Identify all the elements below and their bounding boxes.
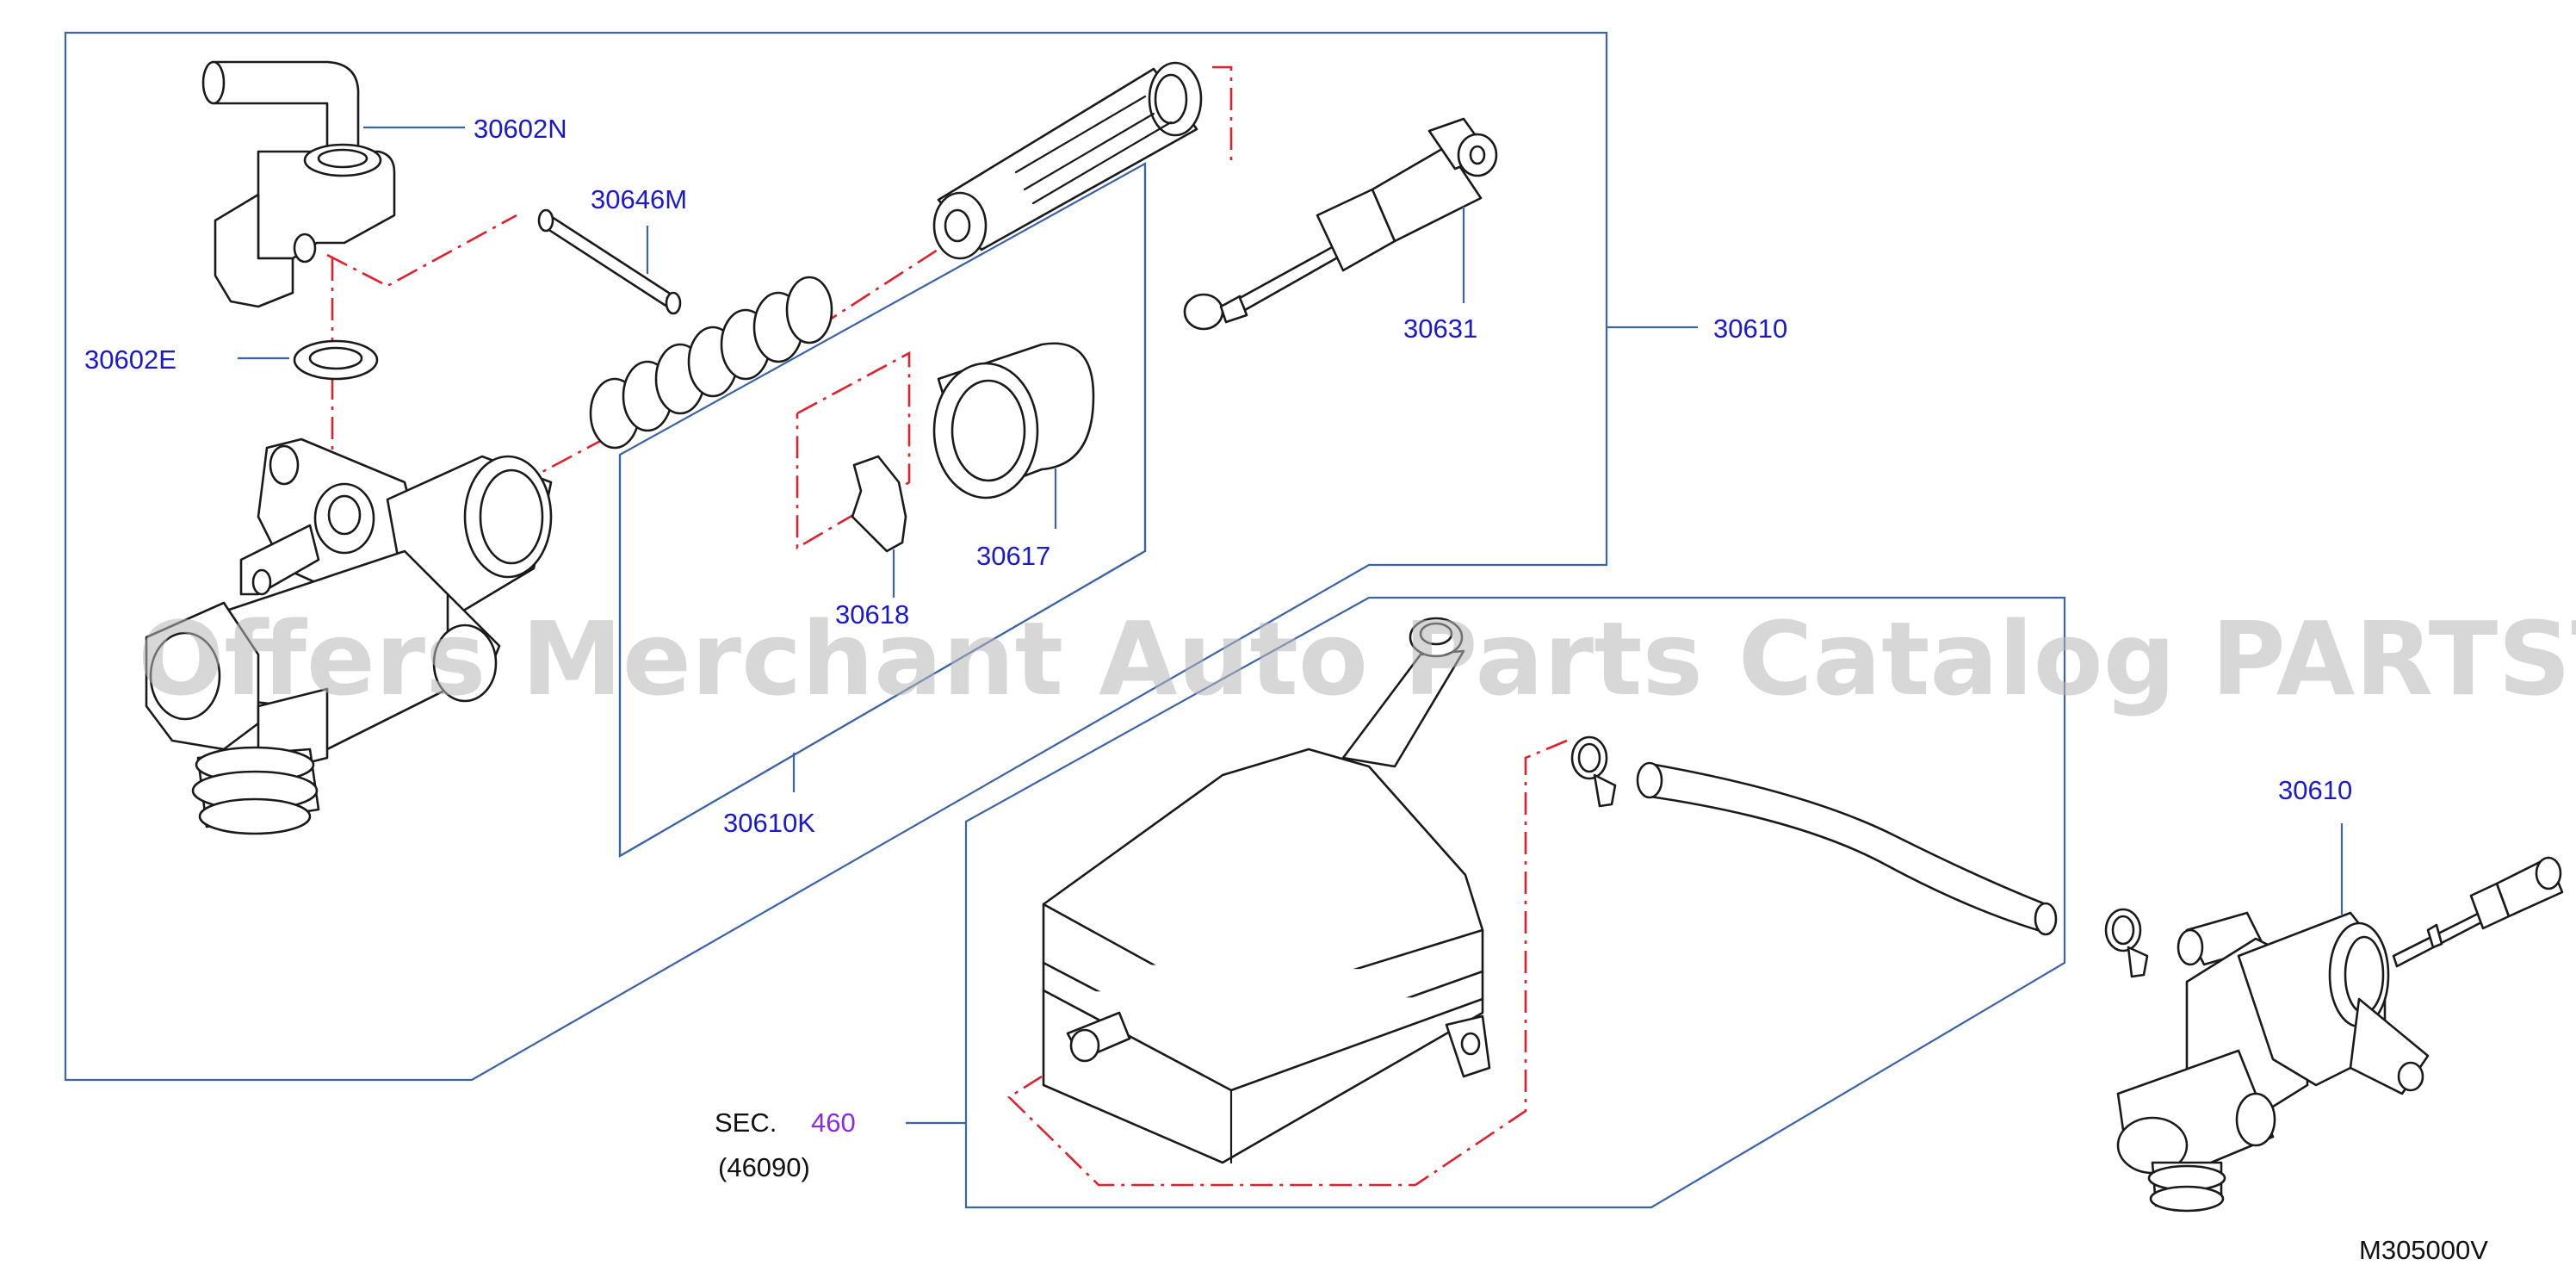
centerline-piston-box [1212,65,1233,164]
part-piston [932,61,1203,260]
part-reservoir-tank [1042,617,1491,1164]
label-30631[interactable]: 30631 [1403,313,1477,344]
label-30618[interactable]: 30618 [835,599,909,630]
part-30618-clip [851,455,907,553]
centerline-cap [326,214,517,288]
centerline-body-spring [481,429,621,506]
label-30646M[interactable]: 30646M [591,184,687,214]
label-30610-assy[interactable]: 30610 [2278,775,2352,805]
part-spring [589,276,833,450]
centerline-kit-box [796,351,911,550]
label-sec-prefix: SEC. [715,1107,777,1138]
label-30602E[interactable]: 30602E [84,344,176,375]
label-sec-sub: (46090) [718,1152,810,1182]
part-hose-clamp-upper [1570,735,1617,808]
label-diagram-code: M305000V [2359,1235,2488,1265]
label-30610K[interactable]: 30610K [723,808,815,838]
part-30610-assembly [2104,856,2564,1213]
main-assembly-frame [64,31,1608,1082]
part-master-cylinder-body [145,437,553,835]
centerline-spring-piston [817,231,965,329]
centerline-reservoir [1006,739,1568,1187]
link-sec-460[interactable]: 460 [811,1107,856,1138]
part-30617-cup [932,342,1095,499]
leader-30610K-bracket [618,164,1147,858]
label-30610-main[interactable]: 30610 [1713,313,1787,344]
label-30602N[interactable]: 30602N [474,114,567,144]
part-30602E-seal [293,339,379,381]
part-30602N-connector [201,60,396,308]
watermark-text: Offers Merchant Auto Parts Catalog PARTS… [138,599,2576,718]
label-30617[interactable]: 30617 [976,541,1050,571]
part-30631-push-rod [1183,117,1498,331]
part-30646M-pin [537,208,682,315]
part-hose [1636,761,2058,936]
reservoir-frame [964,596,2066,1209]
